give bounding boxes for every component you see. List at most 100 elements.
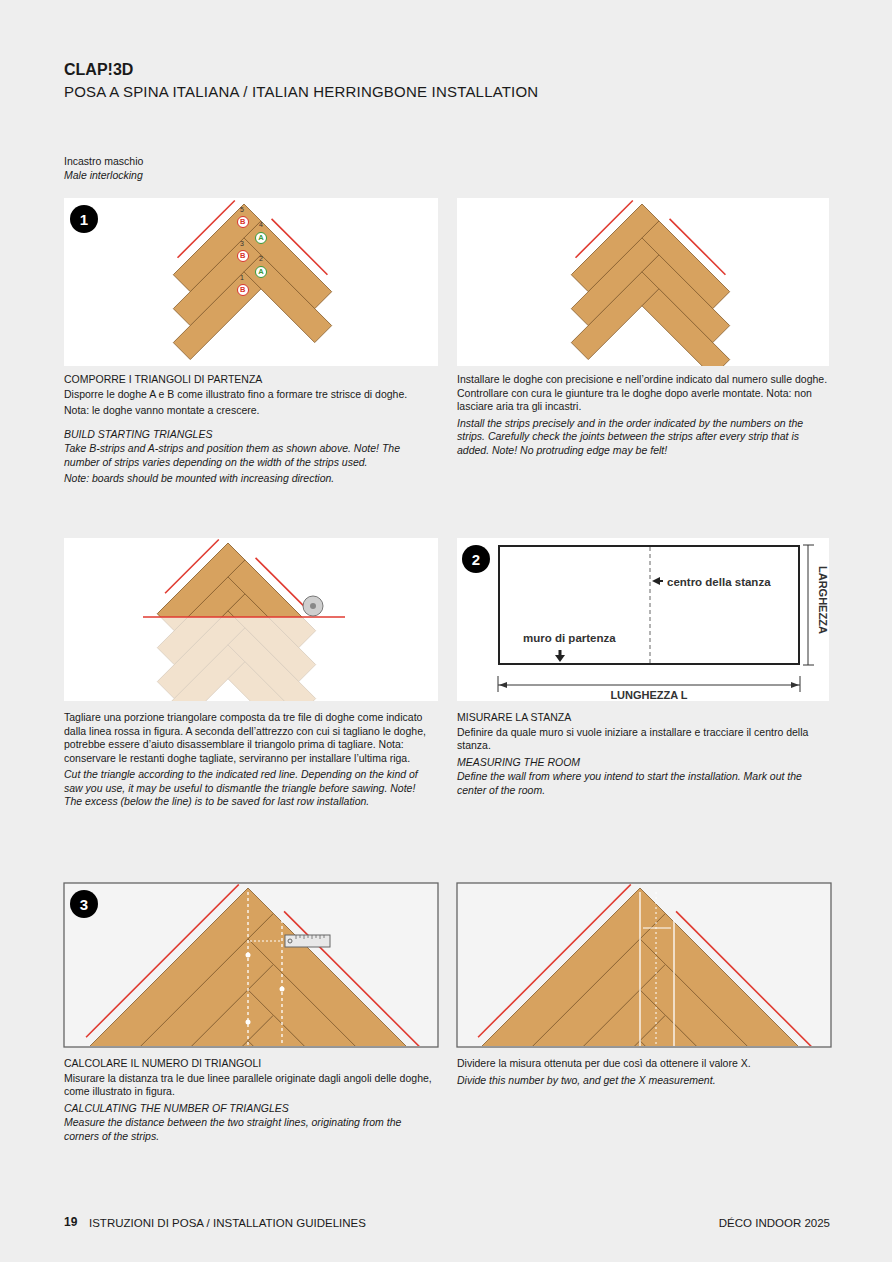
page-title: CLAP!3D [64, 60, 133, 79]
red-guide-line [670, 219, 726, 275]
caption-text: Note: boards should be mounted with incr… [64, 472, 432, 486]
measure-dot [246, 953, 251, 958]
dimension-tick [803, 665, 814, 666]
strip-letter-circle: B [237, 284, 249, 296]
arrow-head [555, 655, 565, 662]
footer-text: DÉCO INDOOR 2025 [719, 1217, 830, 1231]
measure-arrow [643, 928, 671, 929]
caption-text: Definire da quale muro si vuole iniziare… [457, 726, 829, 753]
plank [248, 1015, 437, 1046]
caption-heading: CALCULATING THE NUMBER OF TRIANGLES [64, 1102, 432, 1116]
node-label: A [258, 234, 263, 242]
dimension-label: LARGHEZZA [816, 566, 830, 634]
measure-line [673, 920, 674, 1046]
arrow-shaft [659, 580, 663, 582]
caption-text: Take B-strips and A-strips and position … [64, 442, 432, 469]
plank [65, 1041, 273, 1046]
arrow-head [652, 577, 660, 585]
page-number: 19 [64, 1216, 77, 1230]
caption-text: Installare le doghe con precisione e nel… [457, 373, 829, 414]
saw-blade [303, 596, 323, 616]
caption-text: Tagliare una porzione triangolare compos… [64, 711, 432, 765]
caption-heading: MEASURING THE ROOM [457, 756, 829, 770]
node-label: B [240, 252, 245, 260]
caption-heading: BUILD STARTING TRIANGLES [64, 428, 432, 442]
herringbone [133, 198, 355, 366]
section-label: Incastro maschio [64, 155, 364, 169]
measure-line [281, 920, 282, 1046]
node-label: 3 [80, 896, 88, 913]
measure-line [656, 892, 657, 1046]
arrow-head [791, 682, 799, 688]
dimension-label: LUNGHEZZA L [610, 689, 687, 703]
node-label: B [240, 286, 245, 294]
red-guide-line [272, 219, 328, 275]
strip-letter-circle: B [237, 250, 249, 262]
cut-line [143, 616, 345, 618]
caption-text: Divide this number by two, and get the X… [457, 1074, 829, 1088]
dimension-tick [498, 676, 499, 692]
herringbone [531, 198, 770, 366]
node-label: 1 [80, 211, 88, 228]
plank [173, 272, 261, 360]
measure-line [639, 892, 640, 1046]
ruler-hole [288, 939, 292, 943]
caption-text: Dividere la misura ottenuta per due così… [457, 1057, 829, 1071]
caption-heading: CALCOLARE IL NUMERO DI TRIANGOLI [64, 1057, 432, 1071]
strip-letter-circle: B [237, 216, 249, 228]
red-guide-line [86, 884, 239, 1037]
node-label: A [258, 268, 263, 276]
caption-text: Install the strips precisely and in the … [457, 417, 829, 458]
plank [571, 272, 659, 360]
ruler-ticks [296, 935, 324, 939]
strip-letter-circle: A [255, 266, 267, 278]
order-number: 2 [259, 255, 269, 263]
red-guide-line [576, 200, 633, 257]
caption-text: Cut the triangle according to the indica… [64, 768, 432, 809]
subtitle: POSA A SPINA ITALIANA / ITALIAN HERRINGB… [64, 83, 764, 101]
room-label: centro della stanza [667, 576, 771, 588]
caption-heading: MISURARE LA STANZA [457, 711, 829, 725]
dimension-line [498, 685, 800, 686]
dimension-tick [800, 676, 801, 692]
node-label: B [240, 218, 245, 226]
ruler [285, 935, 330, 947]
section-label: Male interlocking [64, 169, 364, 183]
step-number-circle: 3 [70, 890, 98, 918]
room-outline: centro della stanzamuro di partenza [498, 545, 800, 665]
plank [642, 289, 730, 366]
plank [458, 990, 665, 1046]
caption-text: Measure the distance between the two str… [64, 1116, 432, 1143]
plank [640, 1015, 830, 1046]
footer-text: ISTRUZIONI DI POSA / INSTALLATION GUIDEL… [89, 1217, 366, 1231]
measure-line [250, 941, 280, 942]
plank [458, 1041, 665, 1046]
red-guide-line [256, 558, 308, 610]
order-number: 3 [240, 240, 250, 248]
caption-text: Misurare la distanza tra le due linee pa… [64, 1072, 432, 1099]
herringbone [100, 538, 373, 617]
herringbone [65, 884, 437, 1046]
red-guide-line [676, 911, 827, 1046]
plank [65, 990, 273, 1046]
plank [157, 645, 245, 701]
herringbone [106, 543, 366, 701]
caption-text: Disporre le doghe A e B come illustrato … [64, 388, 432, 402]
panel [64, 198, 438, 366]
plank [244, 255, 332, 343]
node-label: 2 [472, 551, 480, 568]
arrow-head [499, 682, 507, 688]
dimension-tick [803, 545, 814, 546]
caption-heading: COMPORRE I TRIANGOLI DI PARTENZA [64, 373, 432, 387]
dimension-line [808, 545, 809, 665]
panel [457, 198, 829, 366]
measure-dot [246, 1020, 251, 1025]
order-number: 4 [259, 221, 269, 229]
step-number-circle: 1 [70, 205, 98, 233]
order-number: 1 [240, 274, 250, 282]
caption-text: Define the wall from where you intend to… [457, 770, 829, 797]
red-guide-line [165, 539, 219, 593]
center-line [650, 547, 651, 663]
measure-dot [280, 987, 285, 992]
